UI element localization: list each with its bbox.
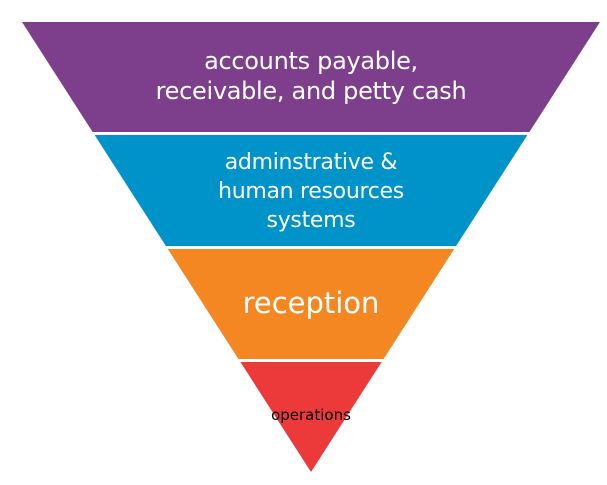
- label-line: human resources: [218, 179, 404, 204]
- level-operations-label: operations: [0, 405, 607, 425]
- pyramid-band-admin-hr: [94, 135, 528, 246]
- pyramid-band-reception: [167, 249, 455, 359]
- level-reception-label: reception: [0, 285, 607, 321]
- label-line: receivable, and petty cash: [155, 77, 467, 105]
- label-line: systems: [266, 208, 356, 233]
- label-line: accounts payable,: [204, 47, 418, 75]
- level-accounts-label: accounts payable, receivable, and petty …: [0, 46, 607, 106]
- pyramid-band-operations: [240, 362, 382, 472]
- label-line: operations: [271, 406, 351, 424]
- level-admin-hr-label: adminstrative & human resources systems: [0, 148, 607, 235]
- label-line: reception: [242, 286, 380, 320]
- pyramid-band-accounts: [22, 22, 600, 132]
- label-line: adminstrative &: [224, 150, 398, 175]
